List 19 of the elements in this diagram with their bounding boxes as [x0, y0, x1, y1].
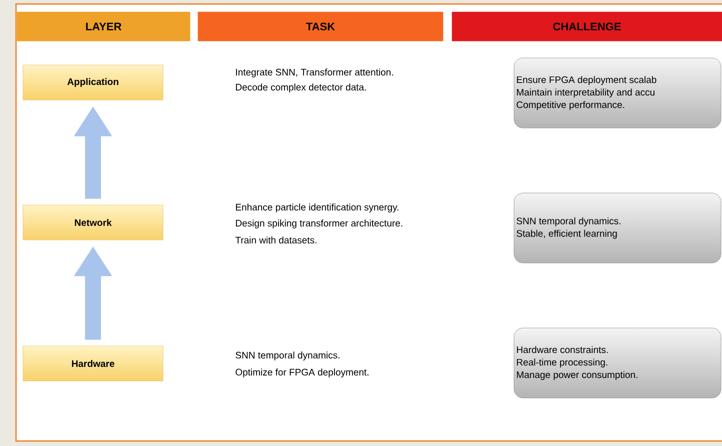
challenge-text: Ensure FPGA deployment scalab Maintain interpretability and accu Competitive performance. [516, 76, 656, 110]
layer-box: Hardware [22, 346, 164, 382]
column-header: TASK [198, 12, 444, 42]
task-text: Optimize for FPGA deployment. [236, 368, 368, 378]
layer-box: Application [22, 64, 164, 100]
column-header: LAYER [16, 12, 190, 42]
task-text: Integrate SNN, Transformer attention. [236, 68, 393, 78]
task-text: Enhance particle identification synergy. [236, 204, 398, 212]
task-text: Train with datasets. [235, 236, 316, 244]
challenge-text: SNN temporal dynamics. Stable, efficient learning [516, 217, 620, 239]
task-text: Decode complex detector data. [236, 84, 366, 92]
challenge-text: Hardware constraints. Real-time processing. Manage power consumption. [517, 346, 638, 380]
challenge-box [514, 328, 722, 398]
task-text: SNN temporal dynamics. [236, 352, 340, 360]
challenge-box [514, 192, 722, 264]
column-header: CHALLENGE [452, 12, 722, 42]
task-text: Design spiking transformer architecture. [236, 220, 402, 228]
layer-box: Network [22, 204, 164, 240]
challenge-box [514, 58, 722, 128]
